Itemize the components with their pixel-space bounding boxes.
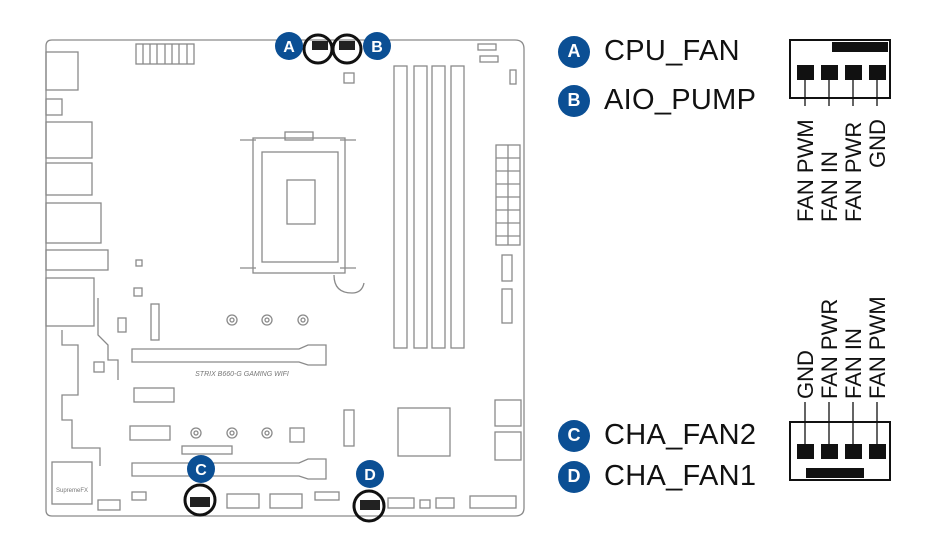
svg-text:A: A [283, 39, 295, 56]
cpu-socket [252, 137, 346, 274]
legend-badge: A [558, 35, 590, 68]
pcie-slot [131, 344, 327, 366]
fan-header-pinout-bottom: GND FAN PWR FAN IN FAN PWM [789, 296, 891, 481]
cha-fan2-header [183, 483, 217, 517]
badge-c: C [187, 455, 215, 483]
pin-label: FAN PWR [817, 299, 842, 399]
cpu-fan-header [302, 33, 334, 65]
dimm-slot [413, 65, 428, 349]
dimm-slot [450, 65, 465, 349]
svg-text:C: C [195, 462, 207, 479]
badge-d: D [356, 460, 384, 488]
motherboard-diagram: STRIX B660-G GAMING WIFI SupremeFX A B C… [45, 32, 525, 523]
audio-logo: SupremeFX [56, 488, 88, 494]
pin-label: FAN PWM [793, 119, 818, 222]
rear-io-port [45, 121, 93, 159]
pin-label: GND [793, 350, 818, 399]
legend-aio-pump: B AIO_PUMP [558, 84, 756, 117]
pin-label: FAN IN [841, 328, 866, 399]
legend-label: AIO_PUMP [604, 84, 757, 116]
rear-io-port [45, 51, 79, 91]
badge-b: B [363, 32, 391, 60]
pin-label: GND [865, 119, 890, 168]
board-name: STRIX B660-G GAMING WIFI [195, 371, 289, 378]
aio-pump-header [331, 33, 363, 65]
rear-io-port [45, 277, 95, 327]
dimm-slot [393, 65, 408, 349]
rear-io-port [45, 249, 109, 271]
legend-label: CHA_FAN2 [604, 419, 757, 451]
rear-io-port [45, 98, 63, 116]
svg-text:D: D [364, 467, 376, 484]
pcie-slot [131, 458, 327, 480]
dimm-slot [431, 65, 446, 349]
legend-badge: B [558, 84, 590, 117]
legend-cha-fan1: D CHA_FAN1 [558, 460, 756, 493]
pin-label: FAN PWM [865, 296, 890, 399]
board-outline [45, 39, 525, 517]
legend-label: CPU_FAN [604, 35, 740, 67]
legend-badge: C [558, 419, 590, 452]
legend-cpu-fan: A CPU_FAN [558, 35, 740, 68]
badge-a: A [275, 32, 303, 60]
legend-badge: D [558, 460, 590, 493]
legend-label: CHA_FAN1 [604, 460, 757, 492]
rear-io-port [45, 202, 102, 244]
chipset [397, 407, 451, 457]
rear-io-port [45, 162, 93, 196]
legend-cha-fan2: C CHA_FAN2 [558, 419, 756, 452]
cha-fan1-header [352, 489, 386, 523]
pin-label: FAN PWR [841, 122, 866, 222]
pin-label: FAN IN [817, 151, 842, 222]
fan-header-pinout-top: FAN PWM FAN IN FAN PWR GND [789, 39, 891, 222]
svg-text:B: B [371, 39, 383, 56]
